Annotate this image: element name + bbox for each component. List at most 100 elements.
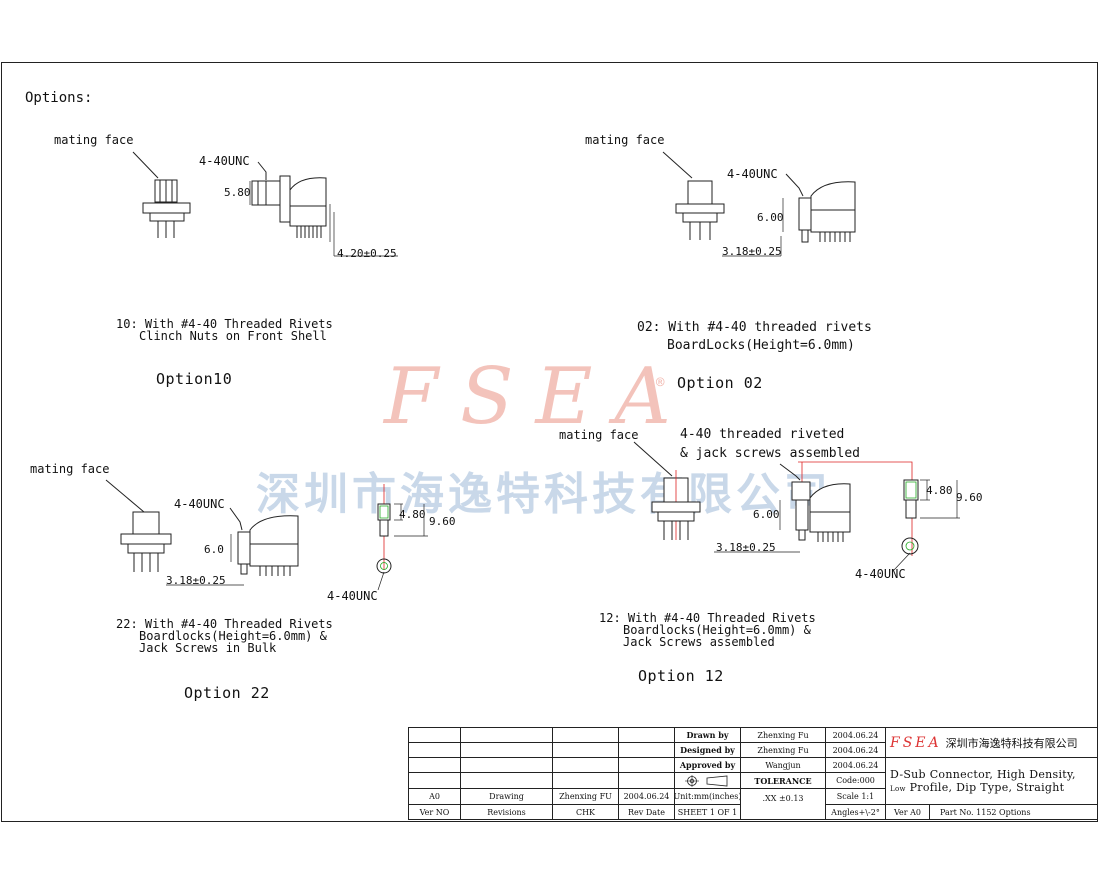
sheet-cell: SHEET 1 OF 1: [674, 804, 741, 820]
option02-title: Option 02: [677, 374, 763, 392]
code-cell: Code:000: [825, 772, 886, 789]
option12-front-view: [633, 441, 701, 540]
rev-blank-cell: [408, 757, 461, 773]
projection-icon: [684, 774, 727, 787]
option22-description-line2: Boardlocks(Height=6.0mm) &: [139, 629, 327, 643]
tolerance-label: TOLERANCE: [740, 772, 826, 789]
option02-height-dimension: 6.00: [757, 211, 784, 224]
option22-title: Option 22: [184, 684, 270, 702]
options-heading: Options:: [25, 90, 93, 106]
tolerance-value: .XX ±0.13: [740, 788, 826, 820]
option12-pin-dimension: 3.18±0.25: [716, 541, 776, 554]
option12-note-line2: & jack screws assembled: [680, 446, 861, 461]
rev-blank-cell: [552, 727, 619, 743]
rev-blank-cell: [408, 772, 461, 789]
watermark-company: 深圳市海逸特科技有限公司: [256, 469, 832, 520]
drawing-title-cell: D-Sub Connector, High Density, Low Profi…: [885, 757, 1098, 805]
option22-screw-dimension-b: 9.60: [429, 515, 456, 528]
option02-pin-dimension: 3.18±0.25: [722, 245, 782, 258]
option22-height-dimension: 6.0: [204, 543, 224, 556]
option12-description-line1: 12: With #4-40 Threaded Rivets: [599, 611, 816, 625]
option22-description-line3: Jack Screws in Bulk: [139, 641, 277, 655]
option22-jack-screw: [376, 484, 428, 591]
company-logo: FSEA: [890, 734, 942, 751]
option22-pin-dimension: 3.18±0.25: [166, 574, 226, 587]
rev-header-ver: Ver NO: [408, 804, 461, 820]
designed-by-label: Designed by: [674, 742, 741, 758]
drawn-by-name: Zhenxing Fu: [740, 727, 826, 743]
option02-side-view: [722, 173, 856, 257]
title-block: A0 Drawing Zhenxing FU 2004.06.24 Ver NO…: [408, 727, 1098, 820]
option12-screw-dimension-a: 4.80: [926, 484, 953, 497]
part-number-cell: Part No. 1152 Options: [929, 804, 1098, 820]
option10-description-line2: Clinch Nuts on Front Shell: [139, 329, 327, 343]
option12-thread-bottom-label: 4-40UNC: [855, 567, 906, 581]
rev-blank-cell: [408, 727, 461, 743]
drawing-title-small: Low: [890, 785, 906, 793]
option22-thread-label: 4-40UNC: [174, 497, 225, 511]
rev-blank-cell: [618, 727, 675, 743]
option12-description-line2: Boardlocks(Height=6.0mm) &: [623, 623, 811, 637]
rev-blank-cell: [618, 772, 675, 789]
option12-screw-dimension-b: 9.60: [956, 491, 983, 504]
option12-jack-screw: [798, 461, 960, 571]
option12-height-dimension: 6.00: [753, 508, 780, 521]
drawn-by-label: Drawn by: [674, 727, 741, 743]
rev-blank-cell: [460, 742, 553, 758]
approved-by-name: Wangjun: [740, 757, 826, 773]
option10-pin-dimension: 4.20±0.25: [337, 247, 397, 260]
option02-description-line2: BoardLocks(Height=6.0mm): [667, 338, 855, 353]
option10-title: Option10: [156, 370, 233, 388]
option10-side-view: [249, 161, 398, 257]
drawing-title-line1: D-Sub Connector, High Density,: [890, 768, 1076, 781]
rev-description-cell: Drawing: [460, 788, 553, 805]
option10-mating-face-label: mating face: [54, 133, 134, 147]
option10-thread-label: 4-40UNC: [199, 154, 250, 168]
option22-screw-dimension-a: 4.80: [399, 508, 426, 521]
option12-description-line3: Jack Screws assembled: [623, 635, 775, 649]
designed-by-name: Zhenxing Fu: [740, 742, 826, 758]
rev-blank-cell: [618, 742, 675, 758]
option02-thread-label: 4-40UNC: [727, 167, 778, 181]
rev-blank-cell: [460, 757, 553, 773]
option10-height-dimension: 5.80: [224, 186, 251, 199]
option12-title: Option 12: [638, 667, 724, 685]
rev-checker-cell: Zhenxing FU: [552, 788, 619, 805]
watermark-registered-mark: ®: [656, 375, 665, 391]
watermark-logo: FSEA: [384, 352, 693, 442]
designed-by-date: 2004.06.24: [825, 742, 886, 758]
option22-side-view: [166, 507, 299, 586]
rev-blank-cell: [552, 772, 619, 789]
angles-cell: Angles+\-2°: [825, 804, 886, 820]
company-name: 深圳市海逸特科技有限公司: [945, 736, 1078, 750]
units-cell: Unit:mm(inches): [674, 788, 741, 805]
rev-blank-cell: [552, 742, 619, 758]
drawing-title-line2: Profile, Dip Type, Straight: [909, 781, 1065, 794]
option22-mating-face-label: mating face: [30, 462, 110, 476]
option02-mating-face-label: mating face: [585, 133, 665, 147]
projection-symbol-cell: [674, 772, 741, 789]
approved-by-date: 2004.06.24: [825, 757, 886, 773]
company-header: FSEA 深圳市海逸特科技有限公司: [885, 727, 1098, 758]
option10-front-view: [132, 151, 191, 238]
rev-header-date: Rev Date: [618, 804, 675, 820]
scale-cell: Scale 1:1: [825, 788, 886, 805]
approved-by-label: Approved by: [674, 757, 741, 773]
version-cell: Ver A0: [885, 804, 930, 820]
option22-description-line1: 22: With #4-40 Threaded Rivets: [116, 617, 333, 631]
rev-blank-cell: [552, 757, 619, 773]
option02-front-view: [662, 151, 725, 240]
option12-note-line1: 4-40 threaded riveted: [680, 427, 845, 442]
option22-front-view: [105, 479, 172, 572]
rev-header-revisions: Revisions: [460, 804, 553, 820]
option02-description-line1: 02: With #4-40 threaded rivets: [637, 320, 872, 335]
option12-side-view: [714, 462, 851, 553]
drawn-by-date: 2004.06.24: [825, 727, 886, 743]
option12-mating-face-label: mating face: [559, 428, 639, 442]
option22-thread-bottom-label: 4-40UNC: [327, 589, 378, 603]
rev-blank-cell: [460, 727, 553, 743]
drawing-border: [1, 62, 1098, 822]
rev-blank-cell: [460, 772, 553, 789]
rev-blank-cell: [618, 757, 675, 773]
